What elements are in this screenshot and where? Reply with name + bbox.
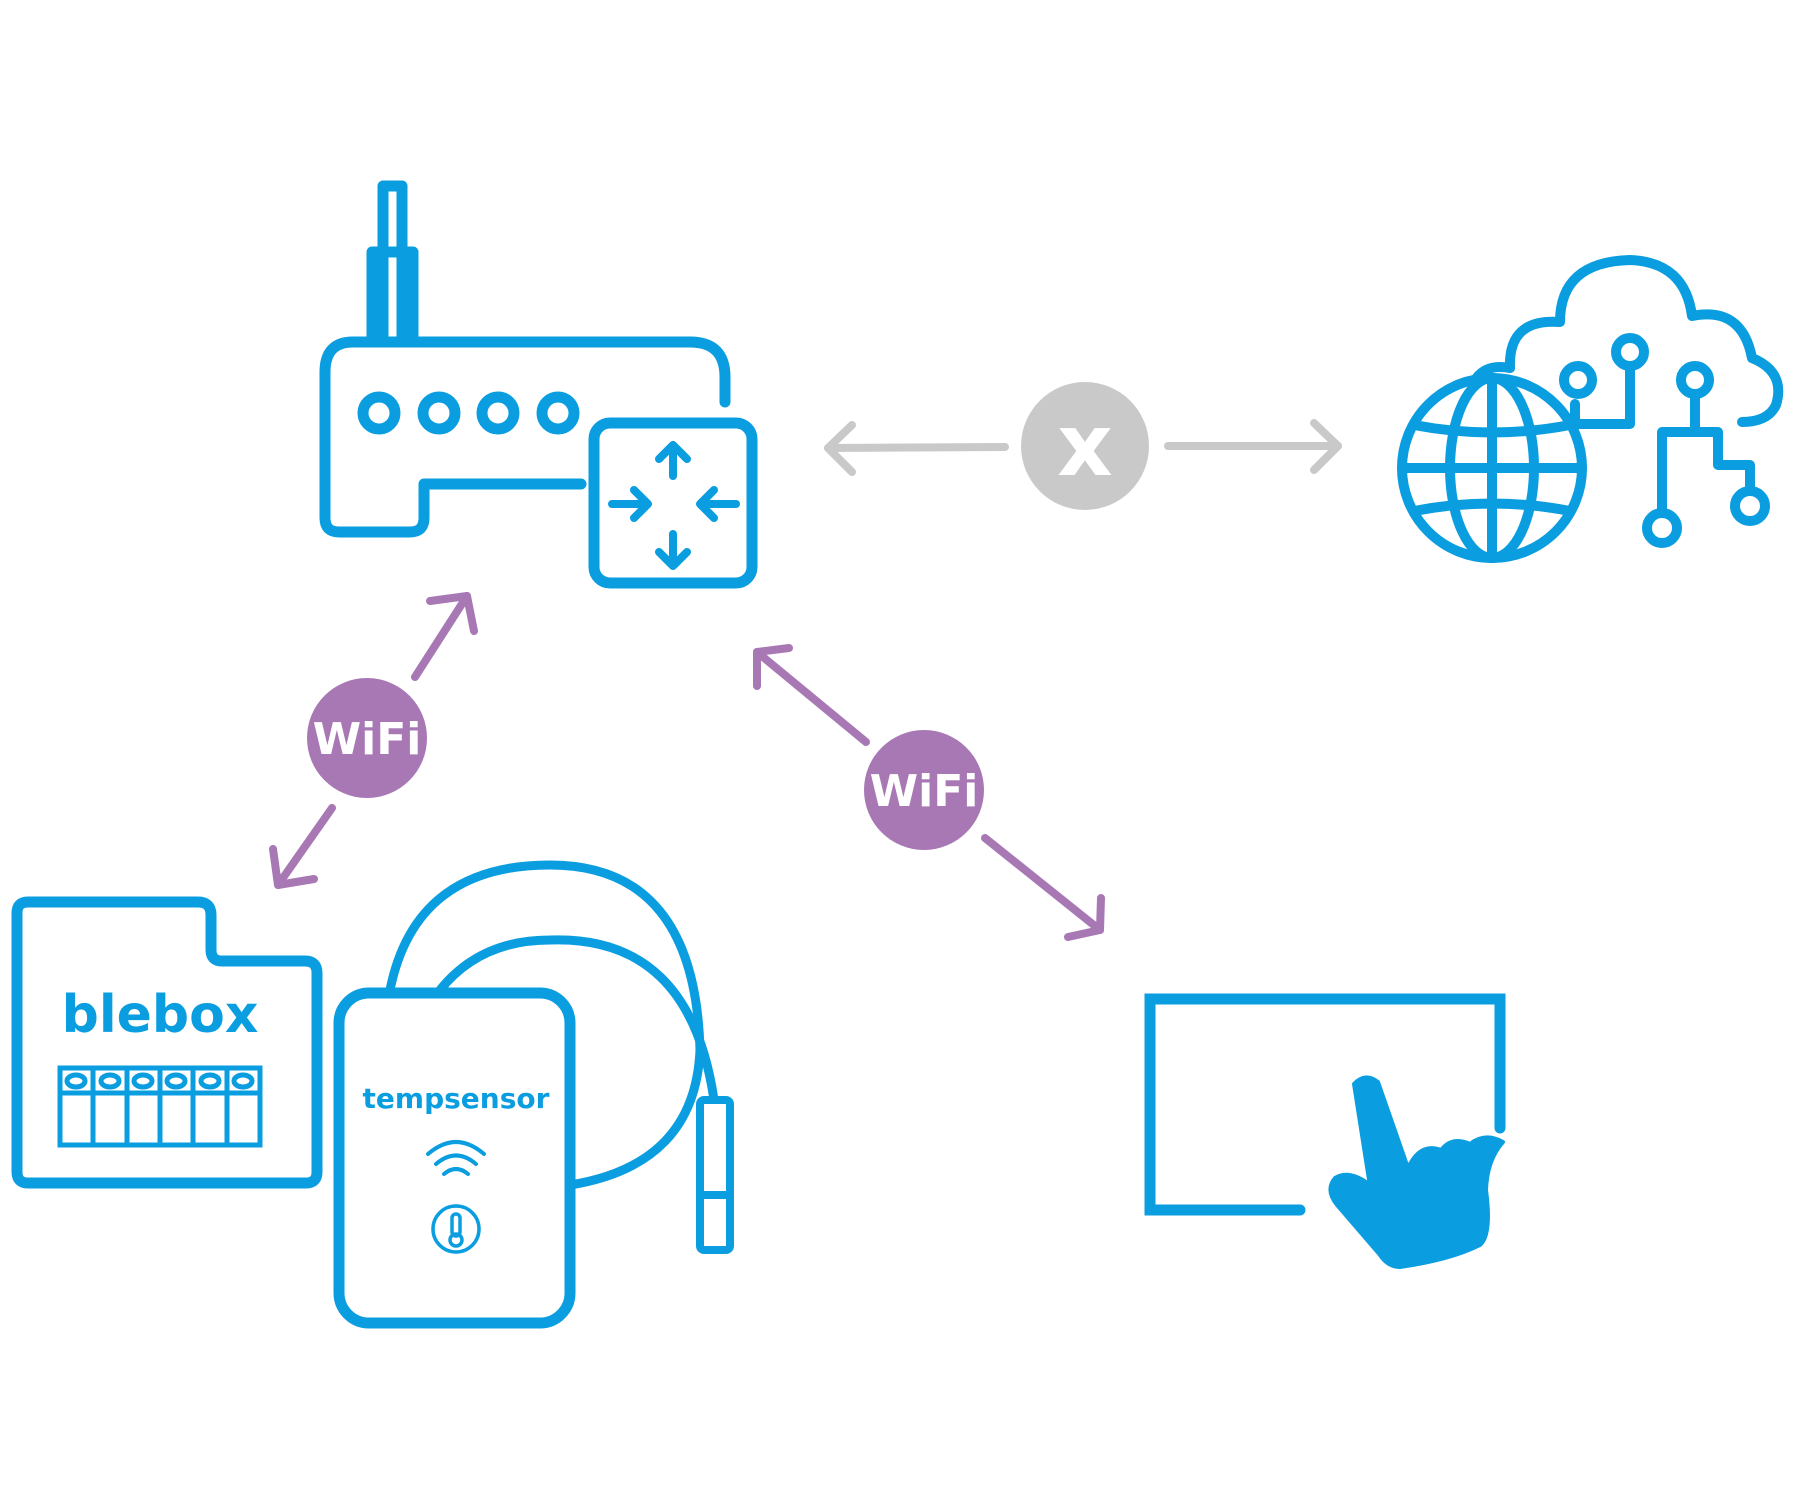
wifi-link-left bbox=[269, 592, 478, 889]
touch-screen-icon bbox=[1144, 993, 1506, 1269]
terminal-block bbox=[57, 1065, 263, 1148]
sensor-probe bbox=[696, 1096, 734, 1254]
router-led bbox=[536, 391, 580, 435]
x-icon: x bbox=[1057, 396, 1112, 496]
sensor-brand: tempsensor bbox=[363, 1082, 550, 1115]
globe-cloud-icon bbox=[1397, 255, 1784, 563]
wifi-badge-right: WiFi bbox=[864, 730, 984, 850]
controller-brand: blebox bbox=[62, 985, 259, 1045]
thermometer-icon bbox=[431, 1204, 481, 1254]
wifi-signal-icon bbox=[426, 1140, 486, 1176]
router-body bbox=[347, 336, 731, 408]
blocked-badge: x bbox=[1021, 382, 1149, 510]
router-led bbox=[417, 391, 461, 435]
wifi-link-right bbox=[753, 644, 1105, 941]
sensor-body bbox=[333, 987, 576, 1329]
router-antenna bbox=[377, 180, 408, 348]
router-switch-box bbox=[588, 417, 758, 589]
router-icon bbox=[319, 180, 758, 589]
tempsensor-icon: tempsensor bbox=[333, 860, 734, 1329]
arrows-in-icon bbox=[608, 441, 740, 570]
wifi-badge-left: WiFi bbox=[307, 678, 427, 798]
router-led bbox=[357, 391, 401, 435]
router-led bbox=[476, 391, 520, 435]
sensor-cable bbox=[385, 860, 719, 1190]
wifi-label-left: WiFi bbox=[313, 714, 422, 765]
pointing-hand-icon bbox=[1328, 1075, 1505, 1269]
screen-frame bbox=[1144, 993, 1506, 1216]
wifi-label-right: WiFi bbox=[870, 766, 979, 817]
blocked-link bbox=[824, 419, 1342, 476]
cloud-outline bbox=[1504, 255, 1784, 427]
blebox-controller-icon: blebox bbox=[11, 896, 323, 1189]
